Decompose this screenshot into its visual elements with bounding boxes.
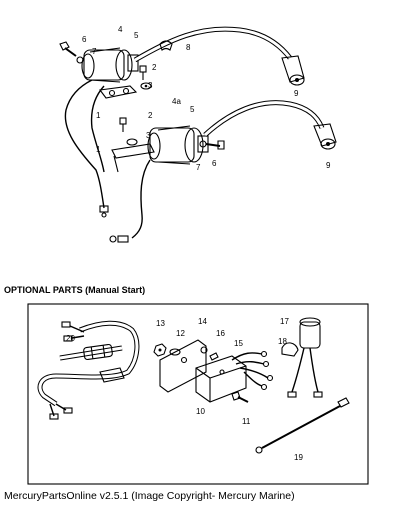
lower-callout-3: 14 <box>198 317 207 326</box>
lower-callout-0: 20 <box>66 334 75 343</box>
upper-ignition-coil-assembly <box>59 26 337 243</box>
upper-callout-2: 4 <box>118 25 123 34</box>
upper-callout-7: 1 <box>96 111 101 120</box>
upper-callout-12: 3 <box>146 131 151 140</box>
lower-callout-6: 17 <box>280 317 289 326</box>
starter-solenoid <box>287 317 323 398</box>
upper-callout-16: 9 <box>326 161 331 170</box>
upper-callout-15: 7 <box>196 163 201 172</box>
upper-callout-14: 6 <box>212 159 217 168</box>
upper-callout-10: 5 <box>190 105 195 114</box>
wiring-harness <box>37 320 140 420</box>
image-caption: MercuryPartsOnline v2.5.1 (Image Copyrig… <box>4 490 295 502</box>
ground-lead <box>255 397 350 454</box>
lower-callout-7: 18 <box>278 337 287 346</box>
section-title: OPTIONAL PARTS (Manual Start) <box>4 285 145 295</box>
ignition-coil-upper <box>81 47 139 83</box>
upper-callout-13: 1 <box>96 145 101 154</box>
lower-callout-9: 11 <box>242 417 251 426</box>
lower-callout-labels: 20 13 12 14 16 15 17 18 10 11 19 <box>66 317 303 462</box>
optional-parts-assembly <box>27 303 369 485</box>
lower-callout-5: 15 <box>234 339 243 348</box>
upper-callout-11: 2 <box>148 111 153 120</box>
upper-callout-4: 8 <box>186 43 191 52</box>
upper-callout-6: 3 <box>148 81 153 90</box>
ignition-coil-lower <box>147 125 209 165</box>
lower-callout-4: 16 <box>216 329 225 338</box>
upper-callout-1: 7 <box>92 47 97 56</box>
spark-plug-cap-lower <box>313 123 337 150</box>
upper-callout-8: 9 <box>294 89 299 98</box>
upper-callout-5: 2 <box>152 63 157 72</box>
spark-plug-cap-upper <box>281 55 305 86</box>
lower-callout-1: 13 <box>156 319 165 328</box>
upper-callout-0: 6 <box>82 35 87 44</box>
upper-callout-9: 4a <box>172 97 181 106</box>
lower-callout-2: 12 <box>176 329 185 338</box>
lower-callout-8: 10 <box>196 407 205 416</box>
upper-callout-3: 5 <box>134 31 139 40</box>
optional-parts-frame <box>27 303 369 485</box>
lower-callout-10: 19 <box>294 453 303 462</box>
